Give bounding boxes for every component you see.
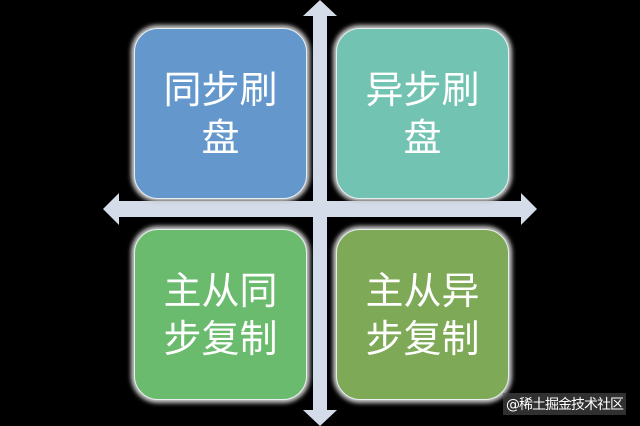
arrow-up-icon [303, 0, 337, 16]
arrow-right-icon [521, 193, 537, 225]
quadrant-master-slave-sync-replication: 主从同步复制 [134, 229, 307, 400]
quadrant-sync-flush: 同步刷盘 [134, 28, 307, 199]
quadrant-label: 主从同步复制 [163, 268, 278, 361]
arrow-left-icon [103, 193, 119, 225]
quadrant-label: 同步刷盘 [163, 67, 278, 160]
watermark: @稀土掘金技术社区 [503, 393, 626, 415]
quadrant-label: 异步刷盘 [365, 67, 480, 160]
horizontal-axis [117, 201, 521, 217]
quadrant-async-flush: 异步刷盘 [336, 28, 509, 199]
quadrant-master-slave-async-replication: 主从异步复制 [336, 229, 509, 400]
arrow-down-icon [303, 410, 337, 426]
quadrant-label: 主从异步复制 [365, 268, 480, 361]
